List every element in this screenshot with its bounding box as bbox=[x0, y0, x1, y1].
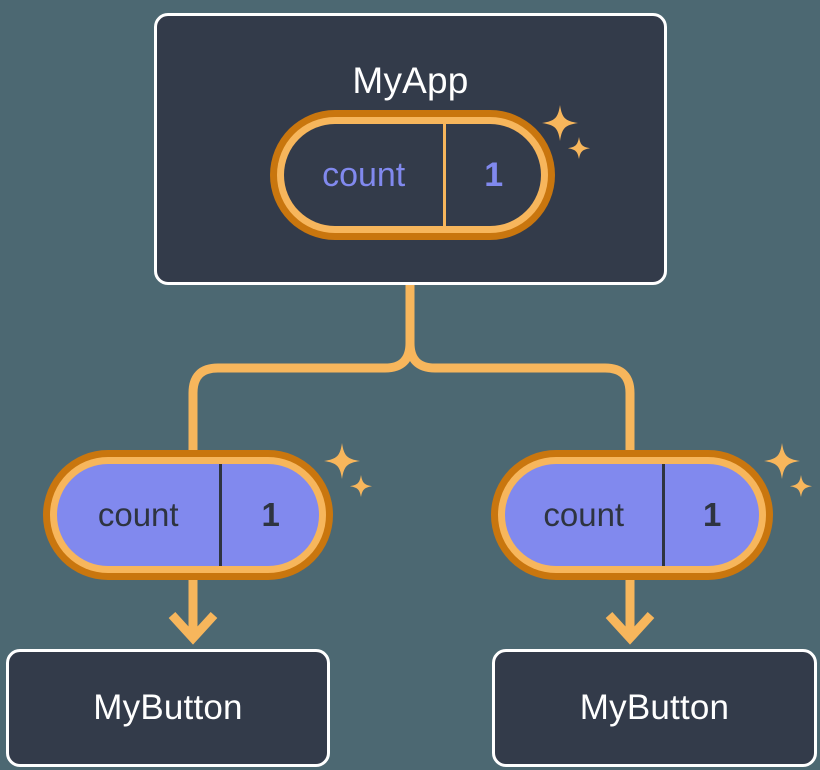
mybutton-component-card-right[interactable]: MyButton bbox=[492, 649, 817, 767]
pill-inner-ring: count 1 bbox=[277, 117, 548, 233]
arrow-left-head bbox=[168, 611, 218, 645]
component-title: MyButton bbox=[579, 688, 730, 727]
mybutton-component-card-left[interactable]: MyButton bbox=[6, 649, 330, 767]
state-value: 1 bbox=[219, 464, 319, 566]
component-title: MyButton bbox=[93, 688, 243, 727]
state-pill-child-right[interactable]: count 1 bbox=[491, 450, 773, 580]
state-name: count bbox=[97, 496, 179, 533]
pill-body: count 1 bbox=[505, 464, 759, 566]
pill-inner-ring: count 1 bbox=[50, 457, 326, 573]
state-value: 1 bbox=[443, 124, 541, 226]
pill-inner-ring: count 1 bbox=[498, 457, 766, 573]
state-name: count bbox=[543, 496, 625, 533]
pill-body: count 1 bbox=[284, 124, 541, 226]
pill-body: count 1 bbox=[57, 464, 319, 566]
state-value: 1 bbox=[662, 464, 759, 566]
state-name: count bbox=[322, 155, 406, 194]
connector-branch-right bbox=[405, 342, 635, 462]
state-pill-myapp[interactable]: count 1 bbox=[270, 110, 555, 240]
connector-branch-left bbox=[188, 342, 415, 462]
arrow-right-head bbox=[605, 611, 655, 645]
page-title: MyApp bbox=[352, 60, 469, 101]
state-pill-child-left[interactable]: count 1 bbox=[43, 450, 333, 580]
